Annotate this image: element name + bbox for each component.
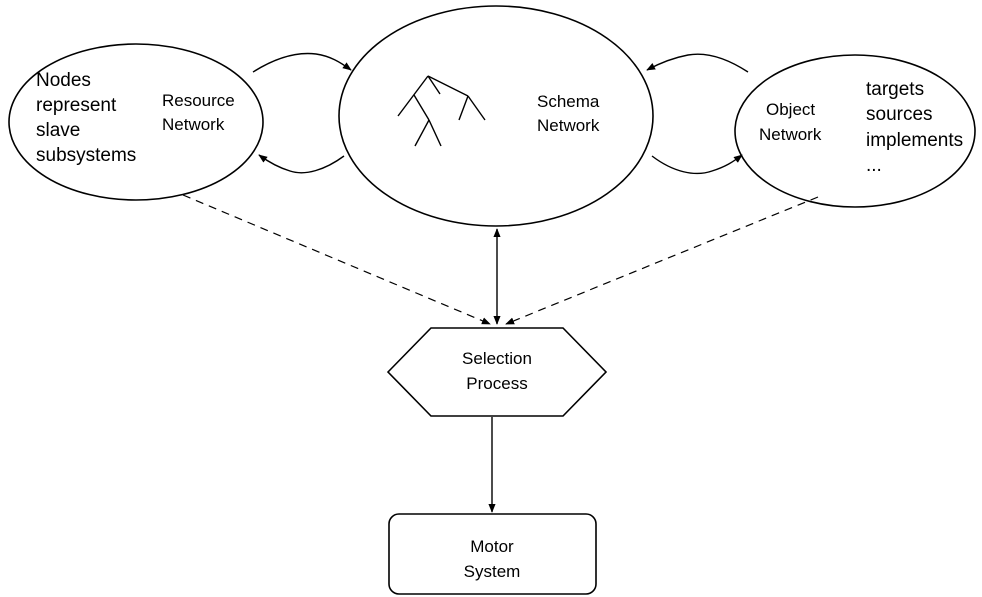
- selection-process-title-line-2: Process: [466, 374, 527, 393]
- resource-nodes-line-4: subsystems: [36, 145, 136, 166]
- object-relation-implements: implements: [866, 130, 963, 151]
- object-to-selection-dashed-arrow: [505, 196, 819, 325]
- selection-process-hexagon: [386, 327, 608, 417]
- schema-to-resource-arrow: [258, 154, 345, 174]
- object-relation-targets: targets: [866, 79, 924, 100]
- selection-process-title-line-1: Selection: [462, 349, 532, 368]
- object-relation-sources: sources: [866, 104, 933, 125]
- object-relation-ellipsis: ...: [866, 155, 882, 176]
- resource-nodes-line-1: Nodes: [36, 70, 91, 91]
- object-network-ellipse: [734, 54, 976, 208]
- schema-network-ellipse: [338, 5, 654, 227]
- resource-network-title-line-1: Resource: [162, 91, 235, 110]
- schema-tree-icon: [397, 75, 486, 147]
- motor-system-title-line-2: System: [464, 562, 521, 581]
- schema-network-title-line-1: Schema: [537, 92, 600, 111]
- resource-nodes-line-2: represent: [36, 95, 117, 116]
- resource-network-title-line-2: Network: [162, 115, 225, 134]
- schema-network-title-line-2: Network: [537, 116, 600, 135]
- object-to-schema-arrow: [646, 53, 749, 73]
- object-network-title-line-1: Object: [766, 100, 815, 119]
- schema-network-node: Schema Network: [338, 5, 654, 227]
- selection-process-node: Selection Process: [386, 327, 608, 417]
- motor-system-node: Motor System: [388, 513, 597, 595]
- object-network-node: Object Network targets sources implement…: [734, 54, 976, 208]
- resource-to-schema-arrow: [252, 52, 352, 73]
- resource-network-ellipse: [8, 43, 264, 201]
- motor-system-box: [388, 513, 597, 595]
- object-network-title-line-2: Network: [759, 125, 822, 144]
- schema-to-object-arrow: [651, 154, 743, 175]
- resource-network-node: Nodes represent slave subsystems Resourc…: [8, 43, 264, 201]
- motor-system-title-line-1: Motor: [470, 537, 514, 556]
- resource-nodes-line-3: slave: [36, 120, 80, 141]
